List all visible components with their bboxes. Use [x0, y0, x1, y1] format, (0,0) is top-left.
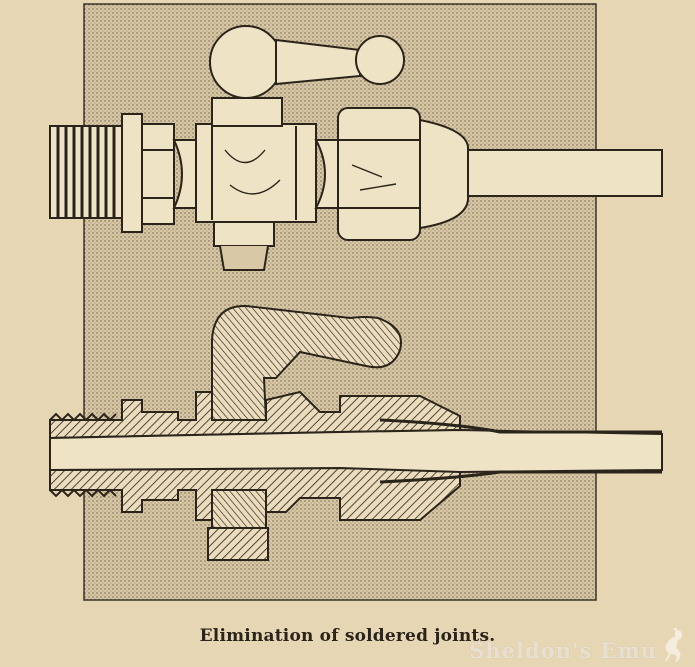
section-plug [211, 304, 402, 421]
union-nut [337, 107, 421, 241]
cone-fitting [419, 118, 470, 230]
section-threads [49, 412, 117, 498]
section-bottom-nut [207, 527, 269, 561]
tap-plug [209, 25, 283, 99]
pipe-section [379, 418, 662, 484]
tap-exterior-view [49, 25, 663, 271]
hex-nut-left [141, 123, 175, 225]
bottom-nut [213, 221, 275, 247]
tap-body [195, 123, 317, 223]
tap-stem [211, 97, 283, 127]
threaded-end [49, 125, 123, 219]
lever-knob [355, 35, 405, 85]
section-bore [49, 428, 663, 474]
watermark-text: Sheldon's Emu [469, 638, 657, 663]
section-body [49, 390, 461, 440]
tap-section-view [49, 304, 663, 561]
flange [121, 113, 143, 233]
emu-icon [665, 628, 682, 662]
tap-lever [275, 38, 361, 86]
pipe-exterior [467, 149, 663, 197]
figure-caption: Elimination of soldered joints. [199, 626, 496, 646]
